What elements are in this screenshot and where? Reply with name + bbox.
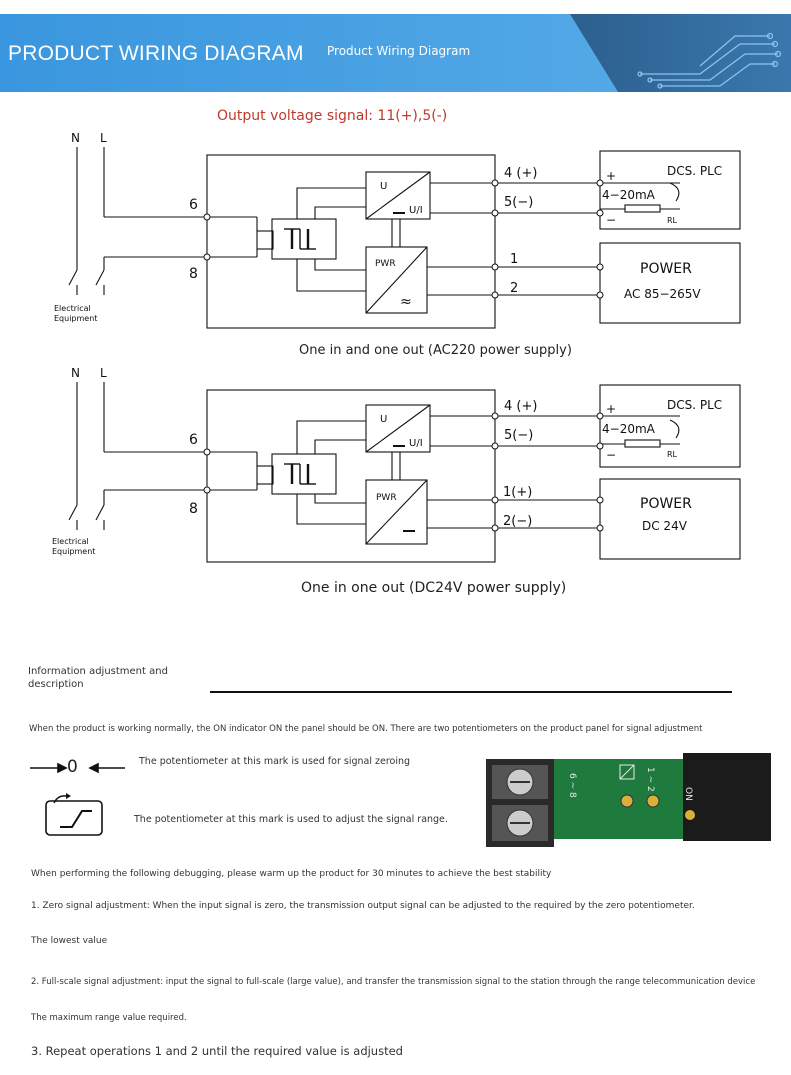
terminal-8-label: 8 (189, 266, 198, 282)
current-range-label: 4−20mA (602, 422, 656, 436)
ui-label: U/I (409, 438, 423, 449)
zero-arrows-icon (30, 762, 125, 774)
output-2-label: 2 (510, 281, 518, 296)
product-panel-illustration: 6 ~ 8 1 ~ 2 ON (458, 753, 771, 850)
minus-label: − (606, 213, 616, 227)
terminal-8-label: 8 (189, 501, 198, 517)
equipment-label-2: Equipment (52, 547, 95, 556)
power-label: POWER (640, 261, 692, 277)
step1-text: 1. Zero signal adjustment: When the inpu… (31, 901, 695, 911)
intro-text: When the product is working normally, th… (29, 724, 703, 734)
output-1-label: 1 (510, 252, 518, 267)
zero-mark: 0 (28, 756, 128, 780)
l-label: L (100, 366, 107, 380)
equipment-label-1: Electrical (54, 304, 91, 313)
n-label: N (71, 366, 80, 380)
output-4-label: 4 (+) (504, 166, 537, 181)
u-label: U (380, 414, 387, 425)
circuit-icon (637, 32, 782, 89)
current-range-label: 4−20mA (602, 188, 656, 202)
l-label: L (100, 131, 107, 145)
wiring-diagram-ac-svg: N L 6 8 Electrical Equipment U U/I PWR ≈… (54, 131, 741, 329)
range-description: The potentiometer at this mark is used t… (134, 814, 448, 825)
wiring-diagram-dc: N L 6 8 Electrical Equipment U U/I PWR 4… (0, 360, 791, 574)
product-panel-photo: 6 ~ 8 1 ~ 2 ON (458, 753, 771, 850)
terminal-6-8-label: 6 ~ 8 (567, 773, 577, 798)
info-heading: Information adjustment and description (28, 666, 168, 690)
output-signal-heading: Output voltage signal: 11(+),5(-) (217, 108, 448, 124)
rl-label: RL (667, 216, 678, 225)
range-adjust-icon (45, 793, 103, 836)
step3-text: 3. Repeat operations 1 and 2 until the r… (31, 1044, 403, 1058)
isolator-icon (284, 228, 316, 250)
warmup-text: When performing the following debugging,… (31, 869, 552, 879)
power-label: POWER (640, 496, 692, 512)
step2-continuation: The maximum range value required. (31, 1013, 187, 1023)
ui-label: U/I (409, 205, 423, 216)
pwr-label: PWR (375, 259, 396, 269)
power-spec-label: AC 85−265V (624, 287, 701, 301)
step2-text: 2. Full-scale signal adjustment: input t… (31, 977, 756, 987)
header-banner: PRODUCT WIRING DIAGRAM Product Wiring Di… (0, 14, 791, 92)
diagram1-caption: One in and one out (AC220 power supply) (299, 343, 572, 358)
output-5-label: 5(−) (504, 428, 533, 443)
minus-label: − (606, 448, 616, 462)
divider-line (210, 691, 732, 693)
plus-label: + (606, 169, 616, 183)
output-1-label: 1(+) (503, 485, 532, 500)
plus-label: + (606, 402, 616, 416)
terminal-6-label: 6 (189, 197, 198, 213)
output-5-label: 5(−) (504, 195, 533, 210)
pwr-label: PWR (376, 493, 397, 503)
output-2-label: 2(−) (503, 514, 532, 529)
rl-label: RL (667, 450, 678, 459)
banner-background (0, 14, 791, 92)
power-spec-label: DC 24V (642, 519, 688, 533)
terminal-6-label: 6 (189, 432, 198, 448)
terminal-1-2-label: 1 ~ 2 (645, 767, 655, 792)
equipment-label-1: Electrical (52, 537, 89, 546)
step1-continuation: The lowest value (31, 936, 108, 946)
zero-description: The potentiometer at this mark is used f… (139, 756, 411, 767)
on-indicator-label: ON (683, 787, 693, 801)
zero-symbol: 0 (67, 757, 78, 777)
equipment-label-2: Equipment (54, 314, 97, 323)
banner-title: PRODUCT WIRING DIAGRAM (8, 42, 304, 65)
n-label: N (71, 131, 80, 145)
dcs-plc-label: DCS. PLC (667, 398, 722, 412)
banner-subtitle: Product Wiring Diagram (327, 44, 471, 58)
range-mark (44, 793, 104, 837)
isolator-icon (284, 463, 316, 485)
diagram2-caption: One in one out (DC24V power supply) (301, 580, 567, 596)
wiring-diagram-ac: N L 6 8 Electrical Equipment U U/I PWR ≈… (0, 125, 791, 339)
ac-symbol: ≈ (400, 294, 412, 310)
output-4-label: 4 (+) (504, 399, 537, 414)
u-label: U (380, 181, 387, 192)
wiring-diagram-dc-svg: N L 6 8 Electrical Equipment U U/I PWR 4… (52, 366, 741, 563)
dcs-plc-label: DCS. PLC (667, 164, 722, 178)
